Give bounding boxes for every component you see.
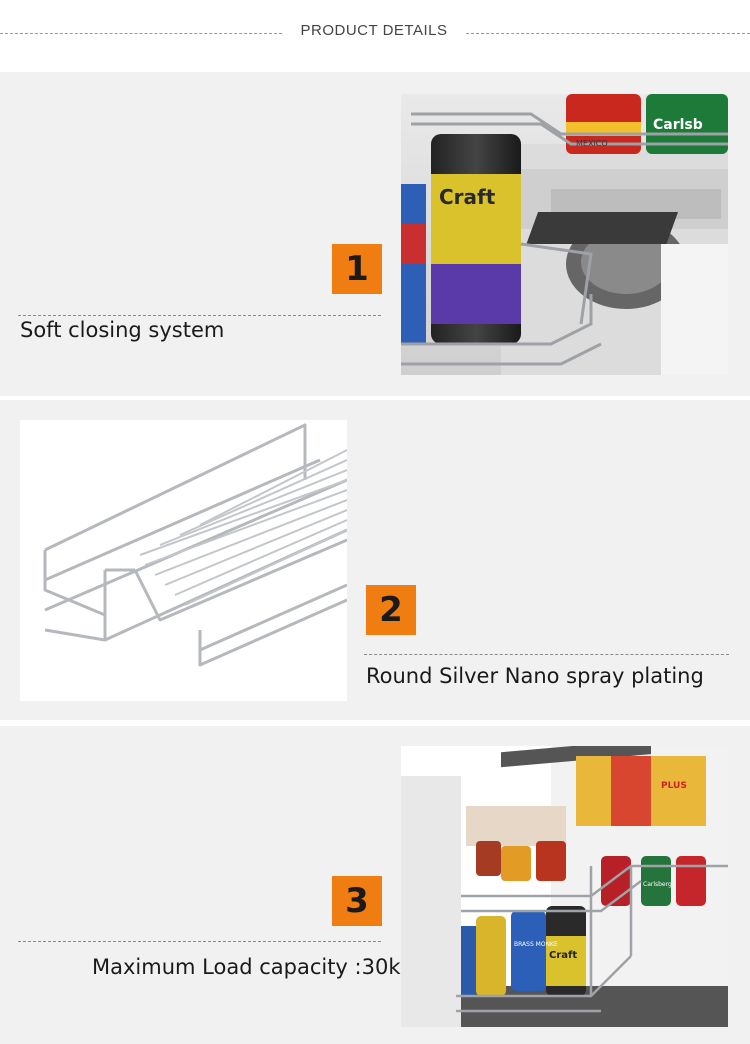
can-label: Carlsb (653, 117, 703, 133)
page-header: PRODUCT DETAILS (0, 0, 750, 72)
can-label: BRASS MONKE (514, 941, 558, 948)
load-capacity-photo: PLUS Craft BRASS MONKE Carlsberg (401, 746, 728, 1027)
wire-basket-photo (20, 420, 347, 701)
soft-close-photo: Craft Carlsb MEXICO (401, 94, 728, 375)
feature-caption: Maximum Load capacity :30kg (92, 955, 414, 979)
can-label: Carlsberg (643, 881, 672, 888)
wire-basket-illustration (43, 423, 347, 667)
feature-number-badge: 3 (332, 876, 382, 926)
header-divider-left (0, 33, 282, 34)
can-label: Craft (439, 185, 496, 209)
feature-section-1: 1 Soft closing system (0, 72, 750, 396)
soft-close-illustration: Craft Carlsb MEXICO (401, 94, 728, 375)
box-label: PLUS (661, 781, 687, 791)
feature-number-badge: 1 (332, 244, 382, 294)
feature-section-3: 3 Maximum Load capacity :30kg (0, 726, 750, 1044)
load-capacity-illustration: PLUS Craft BRASS MONKE Carlsberg (401, 746, 728, 1027)
feature-divider (18, 941, 381, 942)
feature-divider (364, 654, 729, 655)
feature-divider (18, 315, 381, 316)
feature-number-badge: 2 (366, 585, 416, 635)
feature-caption: Soft closing system (20, 318, 225, 342)
feature-section-2: 2 Round Silver Nano spray plating (0, 400, 750, 720)
can-label: MEXICO (576, 139, 608, 148)
header-divider-right (466, 33, 750, 34)
can-label: Craft (549, 950, 577, 961)
feature-caption: Round Silver Nano spray plating (366, 664, 704, 688)
page-title: PRODUCT DETAILS (300, 22, 448, 39)
